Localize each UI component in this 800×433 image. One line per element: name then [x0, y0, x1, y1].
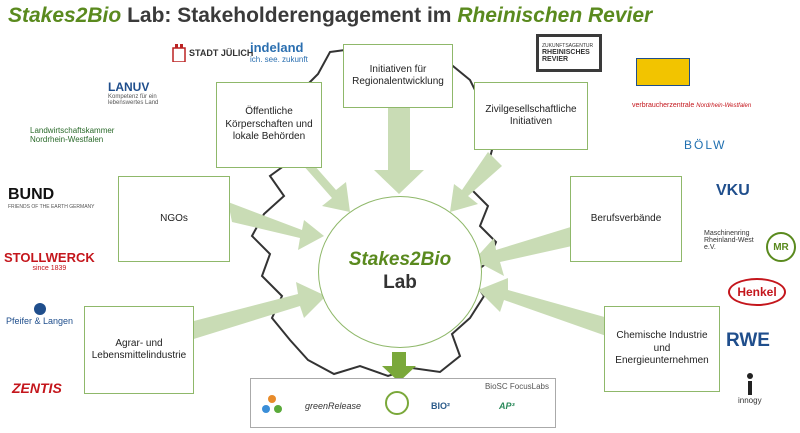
- logo-maschinenring: Maschinenring Rheinland-West e.V.: [704, 230, 754, 251]
- logo-innogy: innogy: [738, 372, 762, 405]
- focus-icon-circle: [385, 391, 409, 415]
- focus-bio2: BIO²: [431, 401, 450, 411]
- focus-greenrelease: greenRelease: [305, 401, 362, 411]
- logo-henkel: Henkel: [728, 278, 786, 306]
- logo-rwe: RWE: [726, 330, 770, 351]
- focuslabs-label: BioSC FocusLabs: [484, 382, 549, 391]
- logo-verbraucher: verbraucherzentrale Nordrhein-Westfalen: [632, 102, 752, 109]
- center-line2: Lab: [383, 272, 417, 293]
- box-chemie: Chemische Industrie und Energieunternehm…: [604, 306, 720, 392]
- arrow-oeffentliche: [290, 156, 350, 212]
- arrow-ngos: [228, 202, 324, 250]
- focuslabs-panel: BioSC FocusLabs greenRelease BIO² AP³: [250, 378, 556, 428]
- logo-lwk: Landwirtschaftskammer Nordrhein-Westfale…: [30, 126, 115, 144]
- box-zivil: Zivilgesellschaftliche Initiativen: [474, 82, 588, 150]
- innogy-icon: [746, 373, 753, 395]
- box-beruf: Berufsverbände: [570, 176, 682, 262]
- logo-vku: VKU: [716, 182, 750, 199]
- logo-buerger-a4: [636, 58, 690, 86]
- logo-indeland: indeland ich. see. zukunft: [250, 40, 308, 64]
- arrow-chemie: [478, 278, 612, 338]
- arrow-down-focuslabs: [382, 352, 416, 382]
- box-agrar: Agrar- und Lebensmittelindustrie: [84, 306, 194, 394]
- box-ngos: NGOs: [118, 176, 230, 262]
- pfeifer-emblem-icon: [33, 303, 46, 315]
- box-oeffentliche: Öffentliche Körperschaften und lokale Be…: [216, 82, 322, 168]
- logo-mr-badge: MR: [766, 232, 796, 262]
- arrows: [184, 106, 612, 342]
- logo-zentis: ZENTIS: [12, 380, 62, 396]
- arrow-agrar: [184, 282, 326, 342]
- logo-lanuv: LANUV Kompetenz für ein lebenswertes Lan…: [108, 80, 159, 106]
- box-initiativen: Initiativen für Regionalentwicklung: [343, 44, 453, 108]
- focus-ap3: AP³: [499, 401, 515, 411]
- arrow-beruf: [474, 226, 574, 276]
- arrow-initiativen: [374, 106, 424, 194]
- center-line1: Stakes2Bio: [348, 249, 452, 271]
- logo-stollwerck: STOLLWERCK since 1839: [4, 250, 95, 272]
- logo-pfeifer: Pfeifer & Langen: [6, 302, 73, 326]
- logo-bund: BUND FRIENDS OF THE EARTH GERMANY: [8, 186, 95, 210]
- logo-bolw: BÖLW: [684, 138, 727, 152]
- logo-zrr: ZUKUNFTSAGENTUR RHEINISCHES REVIER: [536, 34, 602, 72]
- page-title: Stakes2Bio Lab: Stakeholderengagement im…: [8, 4, 653, 27]
- castle-icon: [172, 44, 186, 62]
- focus-icon-1: [261, 393, 283, 415]
- center-lab: Stakes2Bio Lab: [318, 196, 482, 348]
- arrow-zivil: [450, 152, 502, 212]
- logo-juelich: STADT JÜLICH: [172, 44, 253, 62]
